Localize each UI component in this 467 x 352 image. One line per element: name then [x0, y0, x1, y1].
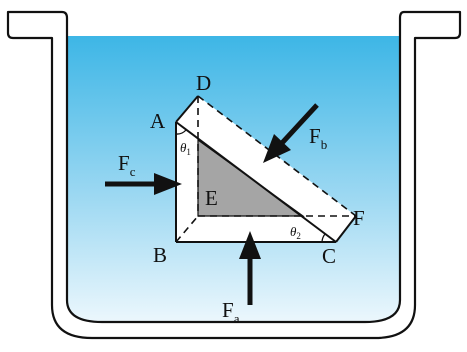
force-arrow-fb-icon [263, 103, 319, 163]
vertex-label-d: D [196, 71, 211, 95]
vertex-label-a: A [150, 109, 166, 133]
angle-arc-theta2 [321, 233, 326, 243]
vertex-label-b: B [153, 243, 167, 267]
force-arrow-fc-icon [105, 173, 182, 195]
prism-back-face [176, 96, 356, 242]
angle-arc-theta1 [175, 129, 187, 135]
vertex-label-c: C [322, 244, 336, 268]
angle-label-theta1: θ1 [180, 140, 191, 157]
force-label-fa: Fa [222, 298, 240, 326]
container-vessel-icon [6, 10, 462, 340]
vertex-label-f: F [353, 206, 365, 230]
vertex-label-e: E [205, 186, 218, 210]
force-label-fb: Fb [309, 124, 327, 152]
angle-label-theta2: θ2 [290, 224, 301, 241]
force-arrow-fa-icon [239, 231, 261, 305]
force-label-fc: Fc [118, 151, 136, 179]
